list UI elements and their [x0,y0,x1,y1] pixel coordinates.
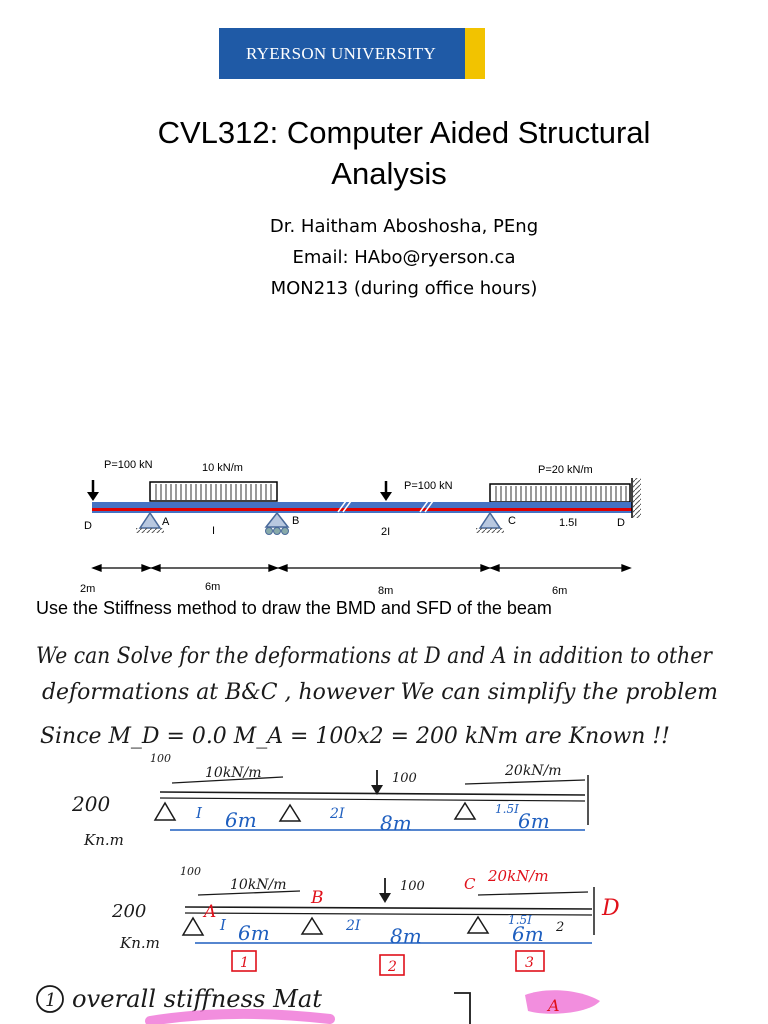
university-logo: RYERSON UNIVERSITY [219,28,485,79]
sketch2-s1: 6m [238,921,270,945]
sketch1-i2: 2I [329,806,345,822]
step-1: 1 overall stiffness Mat A [36,985,600,1024]
page-title: CVL312: Computer Aided Structural Analys… [0,112,768,194]
sketch2-p-top: 100 [180,865,201,878]
sketch2-node-b: B [310,888,324,908]
sketch-2: 100 200 Kn.m 10kN/m 100 20kN/m A B C D I… [111,865,620,976]
sketch2-udl2: 20kN/m [487,867,549,885]
sketch2-i3: 1.5I [508,913,532,927]
element-tag-1: 1 [231,950,257,972]
logo-text: RYERSON UNIVERSITY [245,43,437,63]
sketch2-i1: I [219,916,227,934]
sketch1-p-top: 100 [150,752,171,765]
sketch1-udl1: 10kN/m [205,765,262,781]
sketch2-moment: 200 [111,901,146,922]
dimension-label-1: 2m [80,583,95,595]
element-tag-2: 2 [379,954,405,976]
udl-box-1 [149,481,278,502]
dimension-label-2: 6m [205,581,220,593]
node-label-b: B [292,515,299,527]
instructor-name: Dr. Haitham Aboshosha, PEng [269,216,539,237]
handwritten-notes: We can Solve for the deformations at D a… [36,644,718,1024]
sketch2-i2: 2I [345,918,361,934]
step-text: overall stiffness Mat [72,985,322,1013]
pin-support-a [136,511,164,533]
instructor-info: Dr. Haitham Aboshosha, PEng Email: HAbo@… [0,211,768,304]
dimension-line [91,564,632,572]
task-statement: Use the Stiffness method to draw the BMD… [36,598,552,618]
sketch1-s2: 8m [380,811,412,835]
point-load-arrow-d [87,480,99,501]
note-line-3: Since M_D = 0.0 M_A = 100x2 = 200 kNm ar… [40,724,670,749]
fixed-support-d [631,478,641,518]
sketch1-moment: 200 [71,792,110,816]
instructor-office: MON213 (during office hours) [270,278,538,299]
load-udl2-label: P=20 kN/m [538,464,593,476]
pin-support-c [476,511,504,533]
beam-member [92,500,632,513]
sketch2-s3: 6m [512,922,544,946]
sketch-1: 100 200 Kn.m 10kN/m 100 20kN/m I 2I 1.5I… [71,752,589,849]
node-label-c: C [508,515,516,527]
instructor-email: Email: HAbo@ryerson.ca [292,247,516,268]
inertia-label-3: 1.5I [559,517,577,529]
step-number: 1 [45,990,56,1011]
note-line-1: We can Solve for the deformations at D a… [36,644,713,669]
sketch1-i3: 1.5I [495,802,519,816]
node-label-a: A [162,516,170,528]
point-load-arrow-mid [380,481,392,501]
sketch1-moment-unit: Kn.m [83,831,124,849]
note-line-2: deformations at B&C , however We can sim… [42,680,718,705]
node-label-d-right: D [617,517,625,529]
sketch2-moment-unit: Kn.m [119,934,160,952]
inertia-label-2: 2I [381,526,390,538]
element-tag-3: 3 [515,950,545,972]
node-label-d-left: D [84,520,92,532]
sketch2-node-a: A [202,902,216,922]
sketch1-s1: 6m [225,808,257,832]
sketch1-p-mid: 100 [392,771,417,786]
sketch2-dof-label: 2 [555,920,564,935]
sketch1-udl2: 20kN/m [504,763,562,779]
sketch2-node-d: D [601,896,620,921]
load-udl1-label: 10 kN/m [202,462,243,474]
beam-diagram: P=100 kN 10 kN/m P=100 kN P=20 kN/m [80,459,641,597]
sketch2-s2: 8m [390,924,422,948]
dimension-label-3: 8m [378,585,393,597]
load-p2-label: P=100 kN [404,480,453,492]
element-number-3: 3 [525,955,534,971]
title-line-1: CVL312: Computer Aided Structural [157,115,651,150]
title-line-2: Analysis [331,156,447,191]
load-p1-label: P=100 kN [104,459,153,471]
inertia-label-1: I [212,525,215,537]
element-number-1: 1 [240,955,249,971]
udl-box-2 [489,483,631,503]
sketch2-p-mid: 100 [400,879,425,894]
sketch1-s3: 6m [518,809,550,833]
sketch1-i1: I [195,804,203,822]
dimension-label-4: 6m [552,585,567,597]
sketch2-node-c: C [464,875,476,893]
sketch2-udl1: 10kN/m [230,877,287,893]
step-node-a: A [546,996,560,1015]
element-number-2: 2 [387,959,397,975]
roller-support-b [264,511,290,535]
